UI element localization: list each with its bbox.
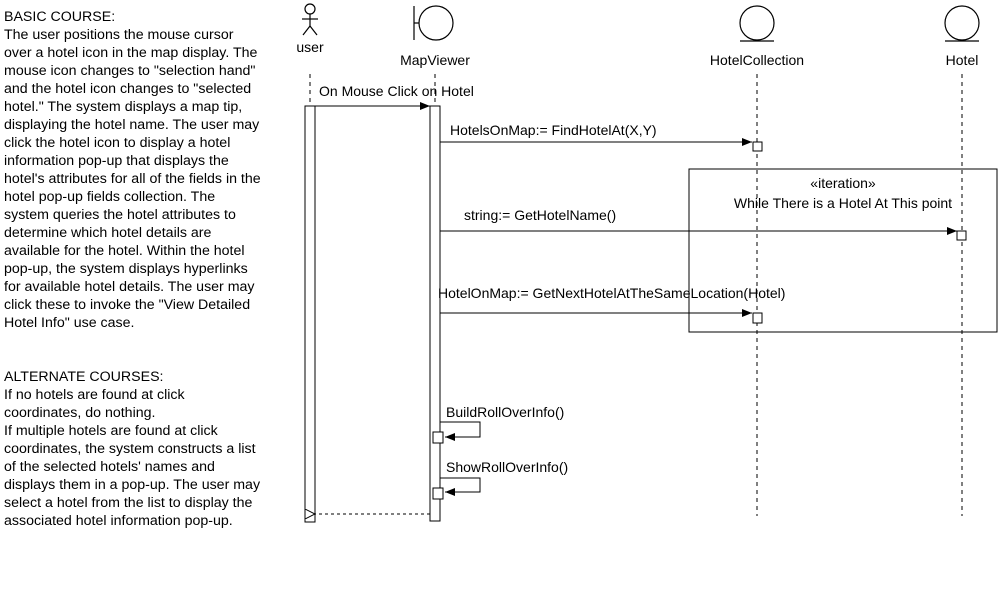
basic-course-heading: BASIC COURSE: (4, 9, 116, 25)
entity-hotel-icon (944, 5, 980, 42)
lifeline-label-mapviewer: MapViewer (400, 52, 470, 68)
iteration-stereotype: «iteration» (810, 175, 876, 191)
message-label-get-next-hotel: HotelOnMap:= GetNextHotelAtTheSameLocati… (438, 285, 785, 301)
actor-user-icon (302, 3, 318, 36)
alternate-course-item: If no hotels are found at click coordina… (4, 387, 185, 421)
message-label-show: ShowRollOverInfo() (446, 459, 568, 475)
iteration-frame (688, 168, 998, 333)
lifeline-label-hotelcollection: HotelCollection (710, 52, 804, 68)
activation-user (304, 105, 316, 523)
activation-self-build (432, 431, 444, 444)
activation-hotelcollection-1 (752, 141, 763, 152)
entity-hotelcollection-icon (739, 5, 775, 42)
self-call-arrow-show (440, 477, 481, 496)
activation-self-show (432, 487, 444, 500)
message-label-find-hotel: HotelsOnMap:= FindHotelAt(X,Y) (450, 122, 657, 138)
use-case-narrative: BASIC COURSE: The user positions the mou… (4, 8, 262, 530)
activation-hotelcollection-2 (752, 312, 763, 324)
message-label-build: BuildRollOverInfo() (446, 404, 564, 420)
basic-course-text: The user positions the mouse cursor over… (4, 27, 261, 331)
activation-mapviewer (429, 105, 441, 522)
activation-hotel (956, 230, 967, 241)
lifeline-label-hotel: Hotel (946, 52, 979, 68)
lifeline-label-user: user (296, 39, 324, 55)
message-label-mouse-click: On Mouse Click on Hotel (319, 83, 474, 99)
boundary-mapviewer-icon (413, 5, 454, 41)
iteration-condition: While There is a Hotel At This point (734, 195, 952, 211)
alternate-course-item: If multiple hotels are found at click co… (4, 423, 261, 529)
message-label-get-hotel-name: string:= GetHotelName() (464, 207, 616, 223)
self-call-arrow-build (440, 421, 481, 441)
alternate-courses-heading: ALTERNATE COURSES: (4, 369, 164, 385)
